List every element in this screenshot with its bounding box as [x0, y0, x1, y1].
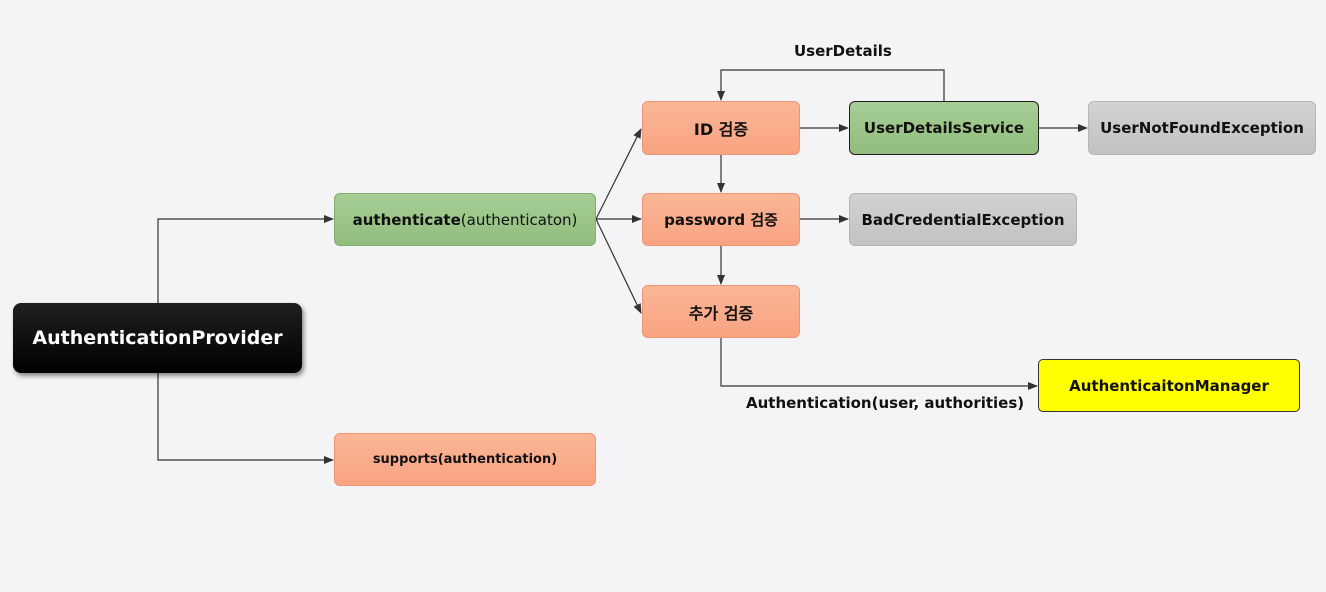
edge-provider-to-supports	[157, 373, 334, 464]
id-check-label: ID 검증	[693, 120, 749, 139]
edge-authenticate-to-id-check	[595, 128, 642, 220]
user-details-edge-label: UserDetails	[794, 42, 892, 60]
extra-check-label: 추가 검증	[688, 303, 754, 323]
authenticate-method-node: authenticate(authenticaton)	[334, 193, 596, 246]
bad-credential-exception-label: BadCredentialException	[861, 210, 1065, 229]
authentication-provider-label: AuthenticationProvider	[32, 327, 283, 349]
supports-method-node: supports(authentication)	[334, 433, 596, 486]
authenticate-method-label: authenticate	[352, 210, 461, 229]
edge-extra-check-to-authmanager	[720, 338, 1038, 390]
authentication-manager-node: AuthenticaitonManager	[1038, 359, 1300, 412]
authentication-result-edge-label: Authentication(user, authorities)	[746, 394, 1025, 412]
id-check-node: ID 검증	[642, 101, 800, 155]
edge-authenticate-to-extra-check	[595, 218, 642, 314]
supports-method-label: supports(authentication)	[372, 452, 558, 467]
authentication-provider-node: AuthenticationProvider	[13, 303, 302, 373]
user-details-service-label: UserDetailsService	[863, 119, 1025, 137]
user-not-found-exception-label: UserNotFoundException	[1100, 119, 1304, 137]
user-not-found-exception-node: UserNotFoundException	[1088, 101, 1316, 155]
password-check-node: password 검증	[642, 193, 800, 246]
authenticate-param-label: (authenticaton)	[460, 210, 578, 229]
user-details-service-node: UserDetailsService	[849, 101, 1039, 155]
authentication-manager-label: AuthenticaitonManager	[1069, 376, 1269, 395]
bad-credential-exception-node: BadCredentialException	[849, 193, 1077, 246]
edge-provider-to-authenticate	[157, 215, 334, 303]
edge-userdetails-return	[717, 69, 945, 101]
password-check-label: password 검증	[664, 211, 778, 229]
extra-check-node: 추가 검증	[642, 285, 800, 338]
